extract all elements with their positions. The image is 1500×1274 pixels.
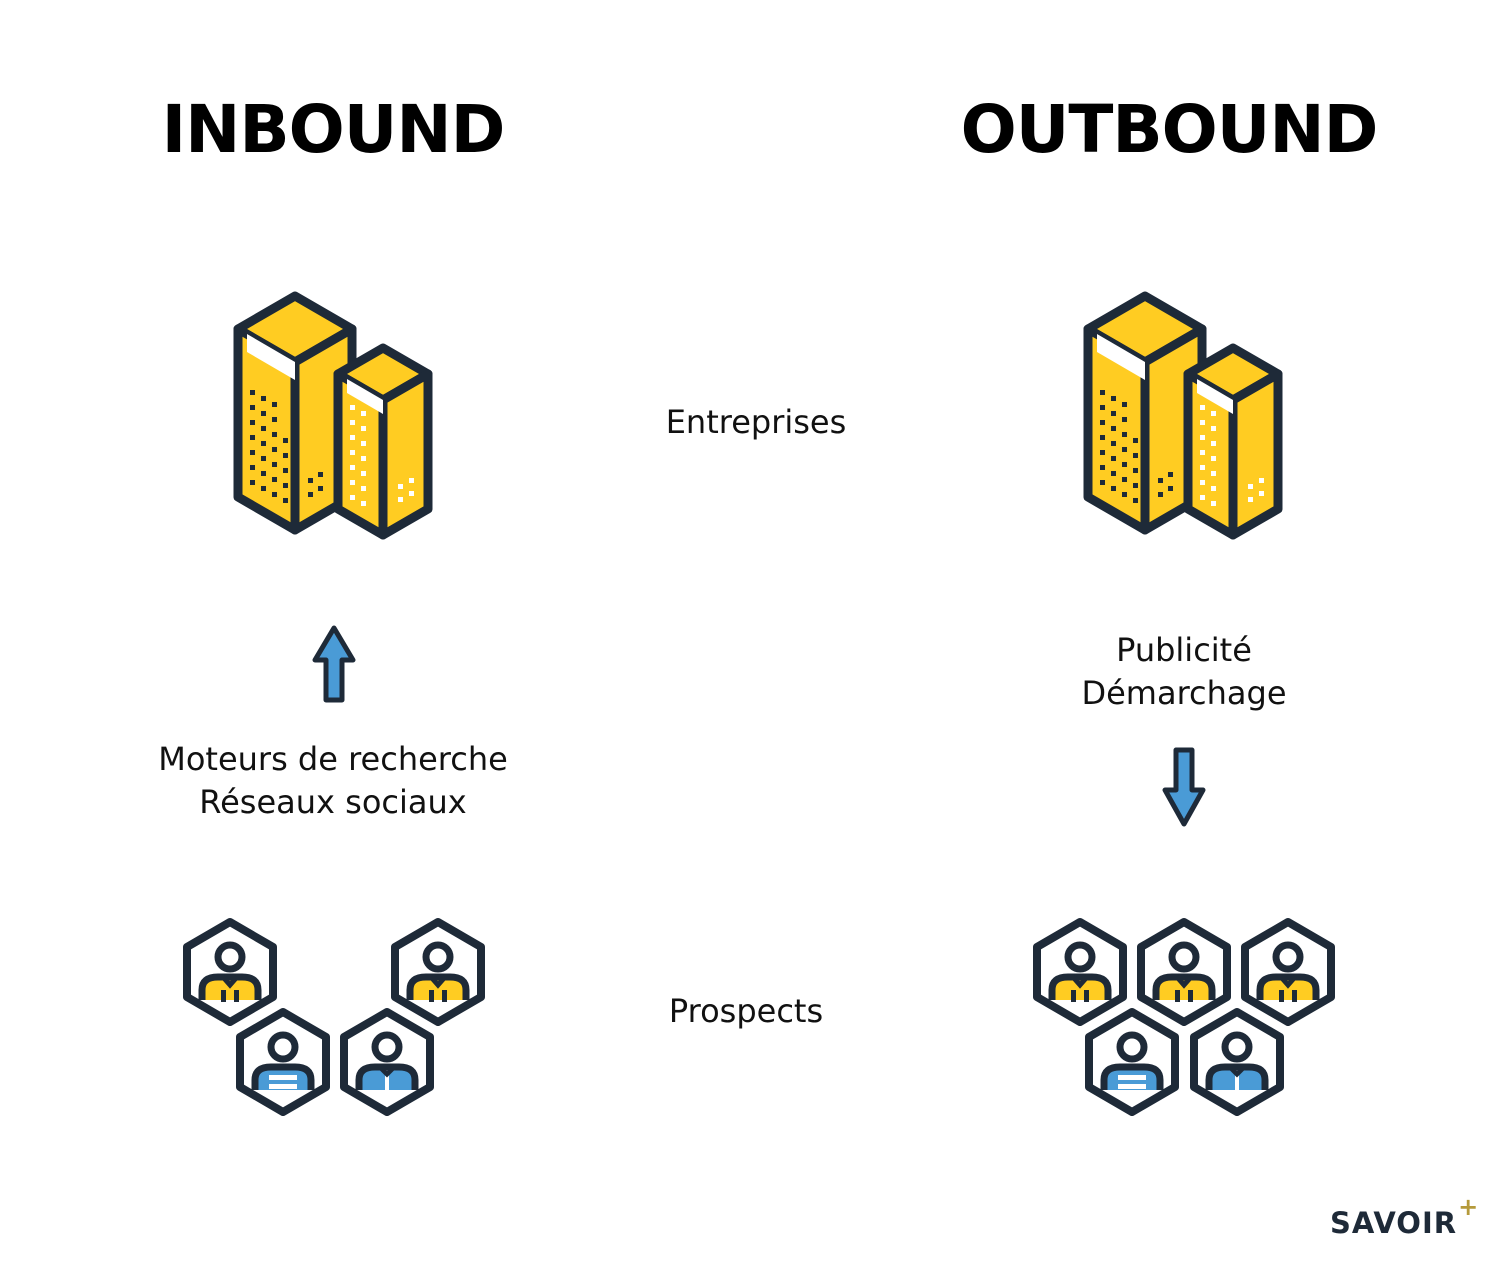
brand-name: SAVOIR	[1330, 1206, 1458, 1240]
outbound-channel-canvassing: Démarchage	[1081, 674, 1287, 712]
brand-logo: SAVOIR+	[1330, 1193, 1478, 1240]
person-hexagon-icon	[344, 1012, 430, 1112]
person-hexagon-icon	[1194, 1012, 1280, 1112]
arrow-up-icon	[312, 625, 356, 703]
person-hexagon-icon	[1141, 922, 1227, 1022]
person-hexagon-icon	[1037, 922, 1123, 1022]
inbound-channel-search-engines: Moteurs de recherche	[158, 740, 508, 778]
prospects-label: Prospects	[668, 992, 824, 1030]
arrow-down-icon	[1162, 747, 1206, 827]
person-hexagon-icon	[1089, 1012, 1175, 1112]
outbound-channel-advertising: Publicité	[1116, 631, 1252, 669]
person-hexagon-icon	[1245, 922, 1331, 1022]
person-hexagon-icon	[187, 922, 273, 1022]
inbound-title: INBOUND	[161, 91, 506, 168]
inbound-channel-social-networks: Réseaux sociaux	[199, 783, 467, 821]
person-hexagon-icon	[395, 922, 481, 1022]
person-hexagon-icon	[240, 1012, 326, 1112]
brand-plus-icon: +	[1458, 1193, 1479, 1221]
inbound-channels: Moteurs de recherche Réseaux sociaux	[83, 738, 583, 824]
outbound-title: OUTBOUND	[960, 91, 1379, 168]
outbound-channels: Publicité Démarchage	[984, 629, 1384, 715]
companies-label: Entreprises	[665, 403, 847, 441]
